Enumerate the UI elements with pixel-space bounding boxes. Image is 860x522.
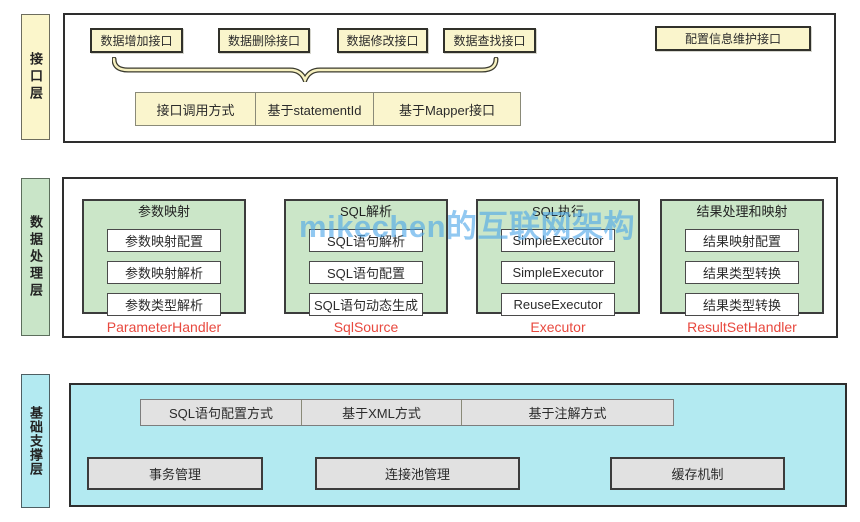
handler-label-resultsethandler: ResultSetHandler [687,319,797,335]
group-title: SQL执行 [531,204,584,219]
support-box-connection-pool: 连接池管理 [315,457,520,490]
interface-layer-panel: 数据增加接口 数据删除接口 数据修改接口 数据查找接口 配置信息维护接口 接口调… [63,13,836,143]
group-parameter-mapping-box: 参数映射 参数映射配置 参数映射解析 参数类型解析 [82,199,246,316]
interface-call-table: 接口调用方式 基于statementId 基于Mapper接口 [135,92,521,126]
group-title: 参数映射 [137,204,190,219]
interface-box-insert: 数据增加接口 [90,28,183,53]
group-sql-execution-box: SQL执行 SimpleExecutor SimpleExecutor Reus… [476,199,640,316]
processing-layer-side-label: 数据处理层 [21,178,50,336]
interface-box-config-maintenance: 配置信息维护接口 [655,26,811,51]
group-title: 结果处理和映射 [696,204,788,219]
interface-box-select: 数据查找接口 [443,28,536,53]
group-item: 参数映射解析 [107,261,221,284]
group-item: 结果类型转换 [685,293,799,316]
group-sql-parsing-box: SQL解析 SQL语句解析 SQL语句配置 SQL语句动态生成 [284,199,448,316]
handler-label-executor: Executor [530,319,586,335]
brace-connector-icon [112,57,499,82]
group-item: ReuseExecutor [501,293,615,316]
config-table-cell-annotation: 基于注解方式 [461,400,673,425]
group-item: 结果类型转换 [685,261,799,284]
processing-layer-panel: 参数映射 参数映射配置 参数映射解析 参数类型解析 ParameterHandl… [62,177,838,338]
group-item: SQL语句配置 [309,261,423,284]
group-item: SimpleExecutor [501,229,615,252]
support-box-cache: 缓存机制 [610,457,785,490]
handler-label-parameterhandler: ParameterHandler [106,319,222,335]
interface-box-delete: 数据删除接口 [218,28,310,53]
group-item: 参数映射配置 [107,229,221,252]
sql-config-table: SQL语句配置方式 基于XML方式 基于注解方式 [140,399,674,426]
group-title: SQL解析 [339,204,392,219]
support-layer-side-label: 基础支撑层 [21,374,50,508]
config-table-cell-method: SQL语句配置方式 [141,400,301,425]
group-item: SQL语句动态生成 [309,293,423,316]
handler-label-sqlsource: SqlSource [333,319,399,335]
call-table-cell-method: 接口调用方式 [136,93,255,125]
support-box-transaction: 事务管理 [87,457,263,490]
group-item: 结果映射配置 [685,229,799,252]
support-layer-panel: SQL语句配置方式 基于XML方式 基于注解方式 事务管理 连接池管理 缓存机制 [69,383,847,507]
interface-box-update: 数据修改接口 [337,28,428,53]
group-parameter-mapping: 参数映射 参数映射配置 参数映射解析 参数类型解析 ParameterHandl… [82,199,246,335]
call-table-cell-statementid: 基于statementId [255,93,373,125]
group-result-handling-box: 结果处理和映射 结果映射配置 结果类型转换 结果类型转换 [660,199,824,316]
group-sql-parsing: SQL解析 SQL语句解析 SQL语句配置 SQL语句动态生成 SqlSourc… [284,199,448,335]
group-result-handling: 结果处理和映射 结果映射配置 结果类型转换 结果类型转换 ResultSetHa… [660,199,824,335]
group-item: 参数类型解析 [107,293,221,316]
group-sql-execution: SQL执行 SimpleExecutor SimpleExecutor Reus… [476,199,640,335]
group-item: SQL语句解析 [309,229,423,252]
group-item: SimpleExecutor [501,261,615,284]
interface-layer-side-label: 接口层 [21,14,50,140]
call-table-cell-mapper: 基于Mapper接口 [373,93,520,125]
config-table-cell-xml: 基于XML方式 [301,400,461,425]
